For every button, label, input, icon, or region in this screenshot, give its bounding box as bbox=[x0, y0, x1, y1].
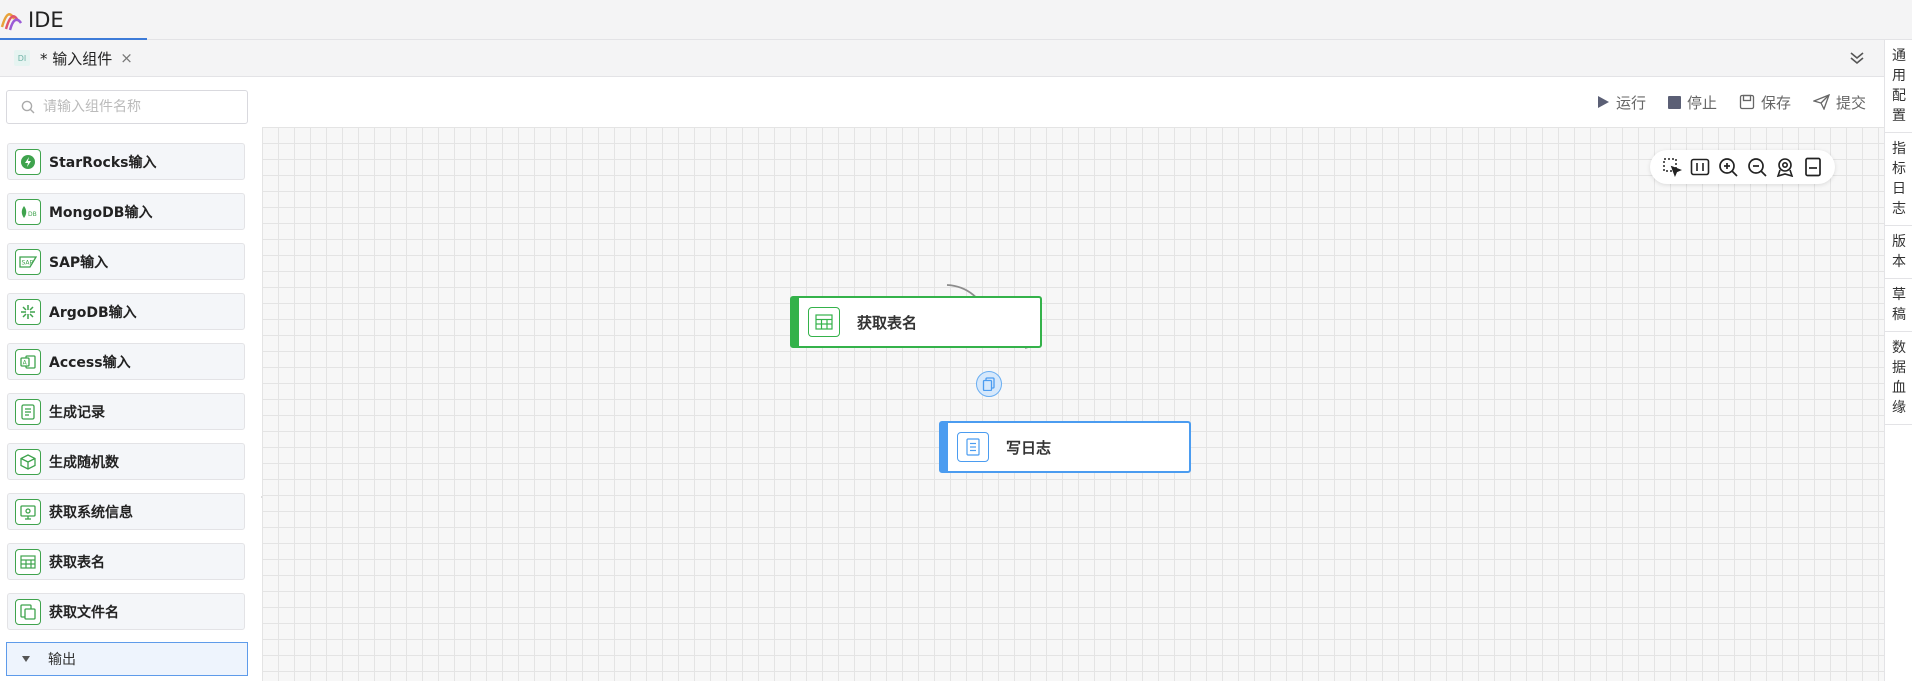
stop-icon bbox=[1667, 95, 1681, 109]
component-get-system-info[interactable]: 获取系统信息 bbox=[7, 493, 245, 530]
save-icon bbox=[1739, 94, 1755, 110]
submit-button[interactable]: 提交 bbox=[1812, 92, 1866, 113]
search-input[interactable] bbox=[43, 99, 233, 115]
title-bar: IDE bbox=[0, 0, 1912, 40]
search-icon bbox=[21, 100, 35, 114]
sap-icon: SAP bbox=[15, 248, 41, 275]
component-list: StarRocks输入 DB MongoDB输入 SAP SAP输入 ArgoD… bbox=[7, 143, 245, 643]
svg-text:SAP: SAP bbox=[22, 259, 34, 266]
editor-toolbar: 运行 停止 保存 提交 bbox=[262, 77, 1884, 127]
component-starrocks-input[interactable]: StarRocks输入 bbox=[7, 143, 245, 180]
double-chevron-down-icon[interactable] bbox=[1848, 49, 1866, 67]
node-get-table-name[interactable]: 获取表名 bbox=[790, 296, 1042, 348]
bookmark-icon[interactable] bbox=[1802, 156, 1824, 178]
starrocks-icon bbox=[15, 148, 41, 175]
app-title: IDE bbox=[28, 7, 64, 32]
tab-input-component[interactable]: DI * 输入组件 × bbox=[0, 40, 133, 76]
save-button[interactable]: 保存 bbox=[1739, 92, 1791, 113]
play-icon bbox=[1597, 96, 1609, 108]
system-info-icon bbox=[15, 498, 41, 525]
component-argodb-input[interactable]: ArgoDB输入 bbox=[7, 293, 245, 330]
component-generate-records[interactable]: 生成记录 bbox=[7, 393, 245, 430]
zoom-in-icon[interactable] bbox=[1717, 156, 1739, 178]
stop-button[interactable]: 停止 bbox=[1667, 92, 1717, 113]
component-generate-random[interactable]: 生成随机数 bbox=[7, 443, 245, 480]
component-sap-input[interactable]: SAP SAP输入 bbox=[7, 243, 245, 280]
component-get-table-name[interactable]: 获取表名 bbox=[7, 543, 245, 580]
flow-edge bbox=[946, 284, 1038, 349]
component-panel: StarRocks输入 DB MongoDB输入 SAP SAP输入 ArgoD… bbox=[0, 77, 255, 681]
box-select-icon[interactable] bbox=[1661, 156, 1683, 178]
app-logo-icon bbox=[0, 9, 23, 31]
data-integration-icon: DI bbox=[14, 50, 30, 66]
flow-canvas[interactable]: 获取表名 写日志 bbox=[262, 127, 1884, 681]
node-write-log[interactable]: 写日志 bbox=[939, 421, 1191, 473]
layout-icon[interactable] bbox=[1689, 156, 1711, 178]
argodb-icon bbox=[15, 298, 41, 325]
svg-text:A: A bbox=[23, 359, 28, 366]
table-name-icon bbox=[808, 307, 840, 337]
panel-version[interactable]: 版 本 bbox=[1885, 226, 1912, 279]
component-get-file-name[interactable]: 获取文件名 bbox=[7, 593, 245, 630]
access-icon: A bbox=[15, 348, 41, 375]
panel-metric-log[interactable]: 指 标 日 志 bbox=[1885, 133, 1912, 226]
write-log-icon bbox=[957, 432, 989, 462]
file-name-icon bbox=[15, 598, 41, 625]
mongodb-icon: DB bbox=[15, 198, 41, 225]
close-icon[interactable]: × bbox=[120, 49, 133, 67]
title-active-indicator bbox=[0, 38, 147, 40]
generate-records-icon bbox=[15, 398, 41, 425]
random-number-icon bbox=[15, 448, 41, 475]
panel-data-lineage[interactable]: 数 据 血 缘 bbox=[1885, 332, 1912, 425]
right-side-panel: 通 用 配 置 指 标 日 志 版 本 草 稿 数 据 血 缘 bbox=[1884, 40, 1912, 681]
table-name-icon bbox=[15, 548, 41, 575]
fit-view-icon[interactable] bbox=[1774, 156, 1796, 178]
panel-draft[interactable]: 草 稿 bbox=[1885, 279, 1912, 332]
caret-down-icon bbox=[22, 656, 30, 662]
component-search bbox=[6, 90, 248, 124]
run-button[interactable]: 运行 bbox=[1596, 92, 1646, 113]
canvas-toolbar bbox=[1650, 150, 1835, 184]
copy-edge-icon[interactable] bbox=[976, 371, 1002, 397]
tab-bar: DI * 输入组件 × bbox=[0, 40, 1884, 77]
output-section-header[interactable]: 输出 bbox=[6, 642, 248, 676]
tab-label: * 输入组件 bbox=[40, 49, 113, 68]
send-icon bbox=[1812, 94, 1830, 110]
component-mongodb-input[interactable]: DB MongoDB输入 bbox=[7, 193, 245, 230]
panel-general-config[interactable]: 通 用 配 置 bbox=[1885, 40, 1912, 133]
component-access-input[interactable]: A Access输入 bbox=[7, 343, 245, 380]
svg-text:DB: DB bbox=[28, 211, 37, 218]
zoom-out-icon[interactable] bbox=[1746, 156, 1768, 178]
